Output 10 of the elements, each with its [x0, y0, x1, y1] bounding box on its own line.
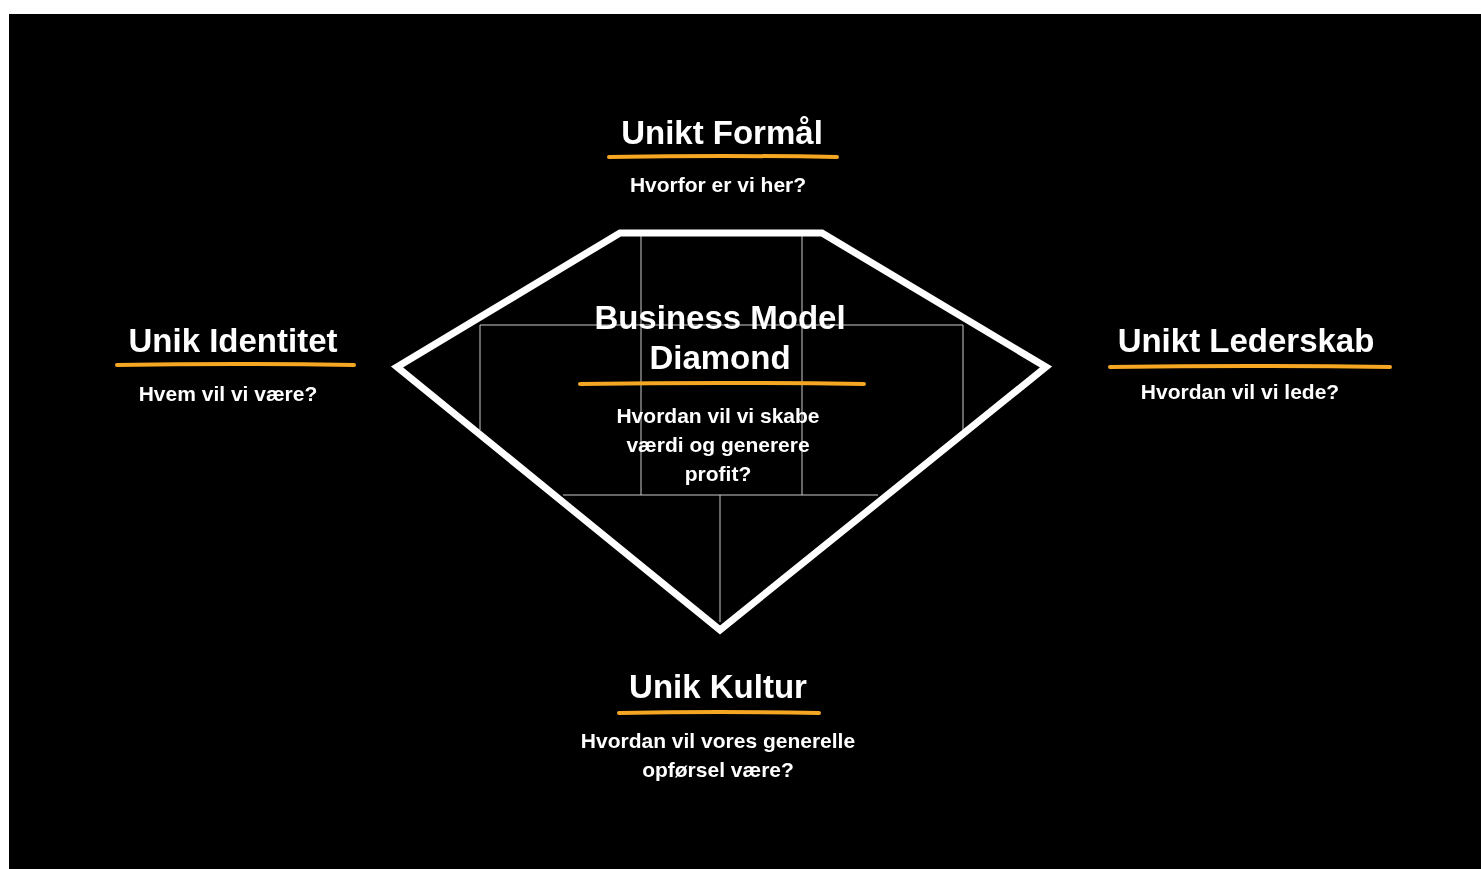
section-heading: Unik Identitet: [127, 321, 339, 361]
section-heading: Unikt Formål: [620, 113, 824, 153]
diamond-question: Hvordan vil vi skabe værdi og generere profit?: [615, 403, 821, 487]
section-heading: Unikt Lederskab: [1116, 321, 1376, 361]
section-question: Hvordan vil vores generelle opførsel være?: [579, 728, 857, 783]
section-question: Hvordan vil vi lede?: [1139, 379, 1341, 405]
diamond-heading: Business Model Diamond: [593, 298, 847, 378]
section-question: Hvem vil vi være?: [137, 381, 319, 407]
section-question: Hvorfor er vi her?: [628, 172, 808, 198]
section-heading: Unik Kultur: [628, 667, 808, 707]
